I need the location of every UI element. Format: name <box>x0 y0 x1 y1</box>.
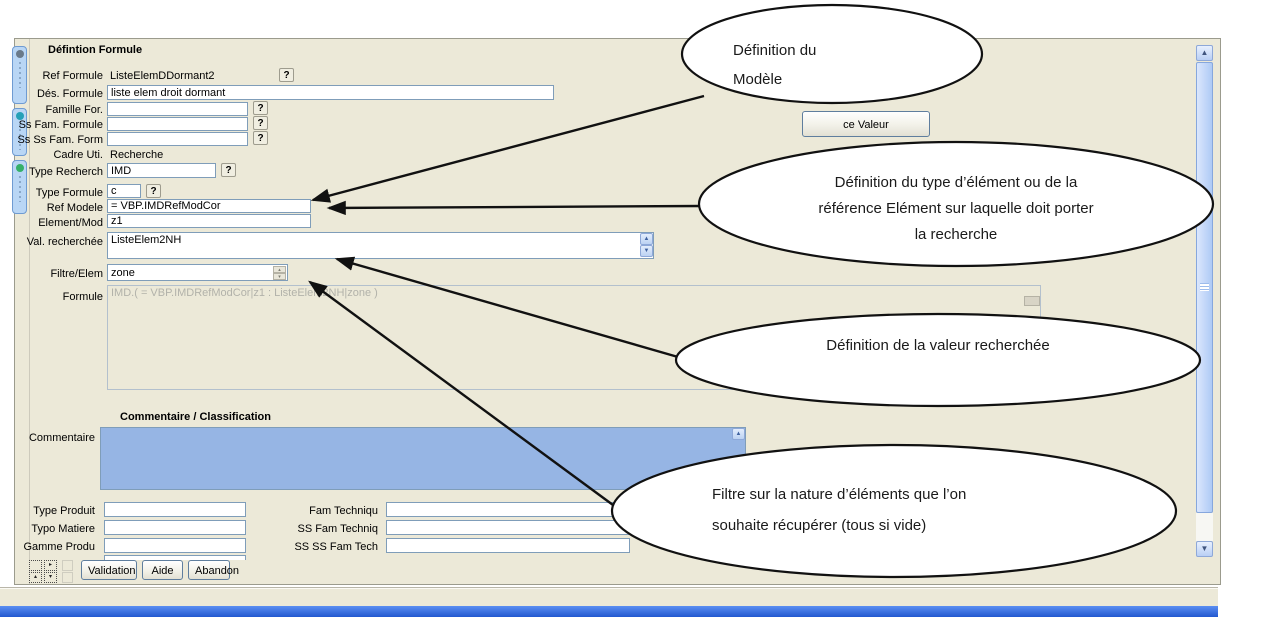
side-tab-1-ticks <box>19 62 21 88</box>
side-tab-1[interactable] <box>12 46 27 104</box>
label-formule: Formule <box>62 291 103 303</box>
callout-line: Définition de la valeur recherchée <box>826 337 1050 354</box>
scroll-down-icon[interactable]: ▼ <box>640 245 653 257</box>
callout-line: Définition du type d’élément ou de la <box>834 174 1078 191</box>
textarea-commentaire[interactable] <box>100 427 746 490</box>
formule-scrollbar-fragment <box>1024 296 1040 306</box>
input-ss-ss-fam-form[interactable] <box>107 132 248 146</box>
nav-first-button[interactable] <box>29 560 42 571</box>
input-ref-modele[interactable] <box>107 199 311 213</box>
abandon-button[interactable]: Abandon <box>188 560 239 580</box>
indice-valeur-button-partial[interactable]: ce Valeur <box>802 111 930 137</box>
section-title-commentaire: Commentaire / Classification <box>120 411 271 423</box>
spinner-down-icon[interactable]: ▾ <box>273 273 286 280</box>
nav-disabled-button <box>62 572 73 583</box>
callout-text-valeur: Définition de la valeur recherchée <box>688 337 1188 354</box>
side-tab-1-icon <box>16 50 24 58</box>
scroll-up-icon[interactable]: ▲ <box>640 233 653 245</box>
aide-button[interactable]: Aide <box>142 560 183 580</box>
label-type-produit: Type Produit <box>33 505 95 517</box>
textarea-val-recherchee[interactable]: ListeElem2NH <box>107 232 654 259</box>
side-tab-3-ticks <box>19 176 21 202</box>
nav-disabled-button <box>62 560 73 571</box>
scrollbar-track[interactable] <box>1196 513 1213 541</box>
label-commentaire: Commentaire <box>28 432 95 444</box>
input-filtre-elem[interactable] <box>107 264 288 281</box>
nav-down-button[interactable]: ▾ <box>44 572 57 583</box>
scrollbar-grip <box>1200 283 1209 291</box>
status-strip <box>0 587 1218 606</box>
label-ss-fam-techniq: SS Fam Techniq <box>297 523 378 535</box>
side-tab-3-icon <box>16 164 24 172</box>
nav-up-button[interactable]: ▴ <box>29 572 42 583</box>
callout-line: Modèle <box>733 71 783 88</box>
input-ss-fam-formule[interactable] <box>107 117 248 131</box>
help-icon[interactable]: ? <box>253 116 268 130</box>
side-tab-3[interactable] <box>12 160 27 214</box>
help-icon[interactable]: ? <box>146 184 161 198</box>
validation-button[interactable]: Validation <box>81 560 137 580</box>
callout-line: la recherche <box>914 226 998 243</box>
label-ss-ss-fam-tech: SS SS Fam Tech <box>294 541 378 553</box>
input-element-mod[interactable] <box>107 214 311 228</box>
help-icon[interactable]: ? <box>253 131 268 145</box>
input-type-formule[interactable] <box>107 184 141 198</box>
scroll-up-icon[interactable]: ▲ <box>732 428 745 440</box>
label-gamme-produ: Gamme Produ <box>23 541 95 553</box>
label-filtre-elem: Filtre/Elem <box>50 268 103 280</box>
label-typo-matiere: Typo Matiere <box>31 523 95 535</box>
scrollbar-up-button[interactable]: ▲ <box>1196 45 1213 61</box>
scrollbar-down-button[interactable]: ▼ <box>1196 541 1213 557</box>
label-ref-modele: Ref Modele <box>46 202 103 214</box>
input-type-recherch[interactable] <box>107 163 216 178</box>
label-type-recherch: Type Recherch <box>29 166 103 178</box>
value-cadre-uti: Recherche <box>110 149 164 161</box>
callout-line: référence Elément sur laquelle doit port… <box>818 200 1094 217</box>
callout-line: Filtre sur la nature d’éléments que l’on <box>712 486 967 503</box>
callout-text-modele: Définition du Modèle <box>733 36 953 94</box>
label-ref-formule: Ref Formule <box>42 70 103 82</box>
callout-line: souhaite récupérer (tous si vide) <box>712 517 927 534</box>
label-ss-fam-formule: Ss Fam. Formule <box>18 119 103 131</box>
side-tab-2-icon <box>16 112 24 120</box>
input-typo-matiere[interactable] <box>104 520 246 535</box>
label-type-formule: Type Formule <box>35 187 103 199</box>
side-tab-2[interactable] <box>12 108 27 156</box>
value-ref-formule: ListeElemDDormant2 <box>110 70 215 82</box>
taskbar-blue-bar <box>0 606 1218 617</box>
label-famille-for: Famille For. <box>45 104 103 116</box>
callout-text-filtre: Filtre sur la nature d’éléments que l’on… <box>712 479 1142 541</box>
label-ss-ss-fam-form: Ss Ss Fam. Form <box>17 134 103 146</box>
section-title-formule: Défintion Formule <box>48 44 143 56</box>
callout-text-type-element: Définition du type d’élément ou de la ré… <box>705 170 1207 248</box>
input-famille-for[interactable] <box>107 102 248 116</box>
label-val-recherchee: Val. recherchée <box>26 236 103 248</box>
input-ss-fam-techniq[interactable] <box>386 520 630 535</box>
help-icon[interactable]: ? <box>279 68 294 82</box>
spinner-up-icon[interactable]: ▴ <box>273 266 286 273</box>
label-cadre-uti: Cadre Uti. <box>53 149 103 161</box>
input-gamme-produ[interactable] <box>104 538 246 553</box>
input-type-produit[interactable] <box>104 502 246 517</box>
input-partial-clipped[interactable] <box>104 555 246 560</box>
input-fam-techniqu[interactable] <box>386 502 630 517</box>
nav-next-button[interactable]: ▸ <box>44 560 57 571</box>
side-tab-2-ticks <box>19 124 21 150</box>
input-des-formule[interactable] <box>107 85 554 100</box>
panel-divider <box>29 39 30 584</box>
label-element-mod: Element/Mod <box>38 217 103 229</box>
label-fam-techniqu: Fam Techniqu <box>309 505 378 517</box>
help-icon[interactable]: ? <box>253 101 268 115</box>
callout-line: Définition du <box>733 42 817 59</box>
input-ss-ss-fam-tech[interactable] <box>386 538 630 553</box>
label-des-formule: Dés. Formule <box>36 88 103 100</box>
help-icon[interactable]: ? <box>221 163 236 177</box>
